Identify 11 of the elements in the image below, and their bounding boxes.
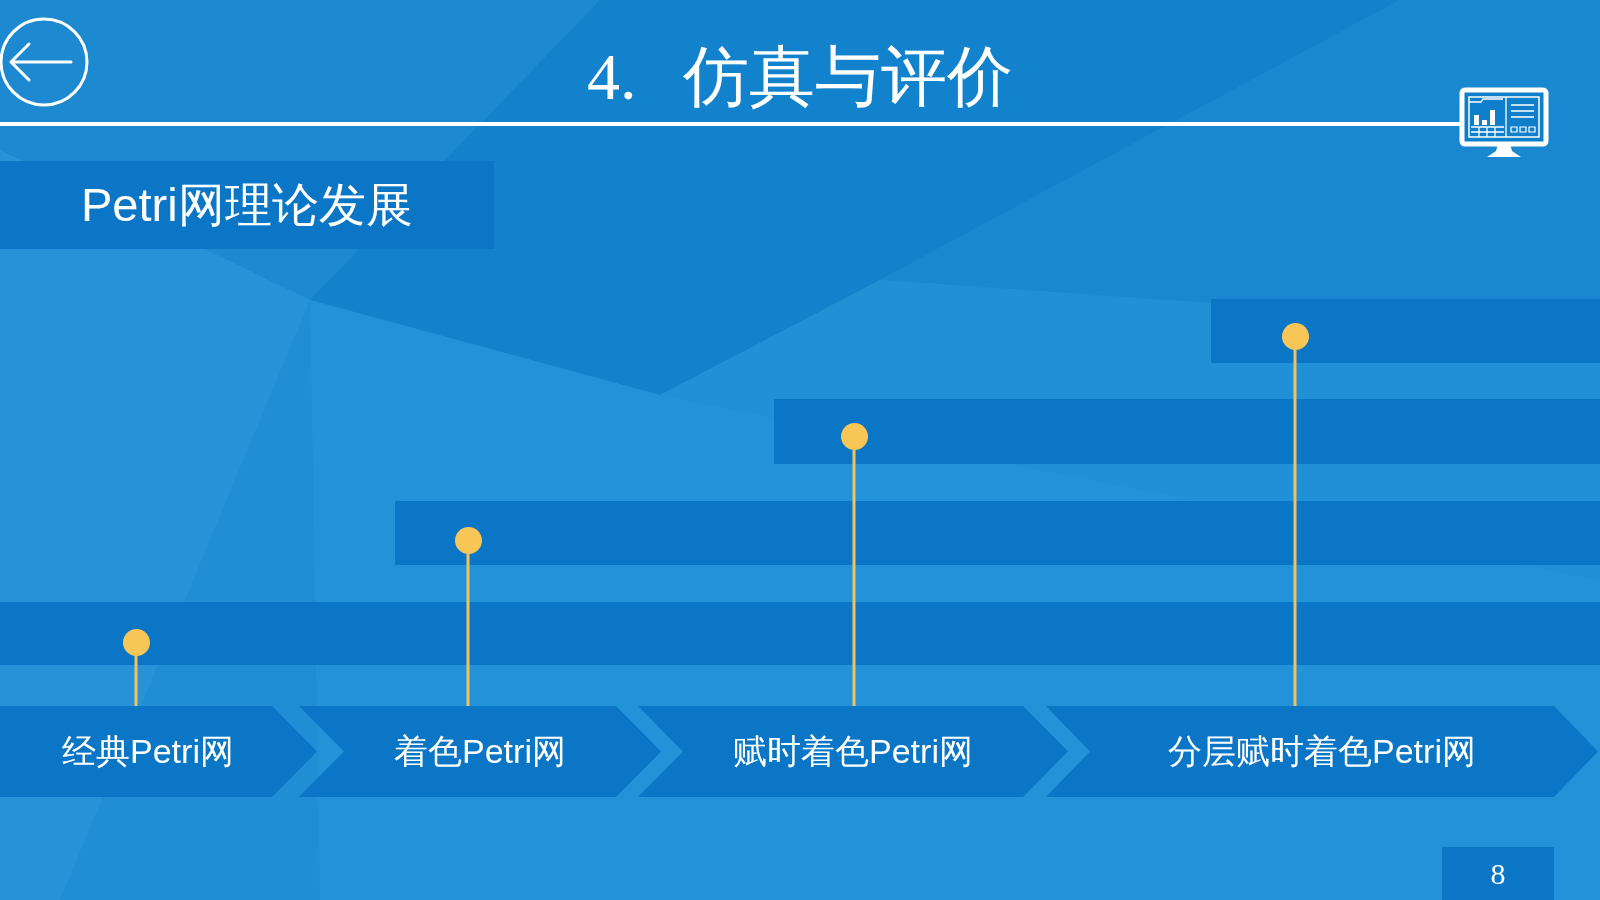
chevron-step: 经典Petri网 xyxy=(0,706,317,797)
section-banner: Petri网理论发展 xyxy=(0,161,494,249)
pin-line xyxy=(1293,349,1297,706)
slide-title: 4. 仿真与评价 xyxy=(587,39,1013,115)
pin-line xyxy=(466,553,470,706)
chevron-step: 赋时着色Petri网 xyxy=(638,706,1068,797)
chevron-step: 着色Petri网 xyxy=(299,706,661,797)
pin-line xyxy=(134,655,138,706)
page-number: 8 xyxy=(1442,847,1554,900)
pin-line xyxy=(852,449,856,706)
chevron-step: 分层赋时着色Petri网 xyxy=(1046,706,1598,797)
